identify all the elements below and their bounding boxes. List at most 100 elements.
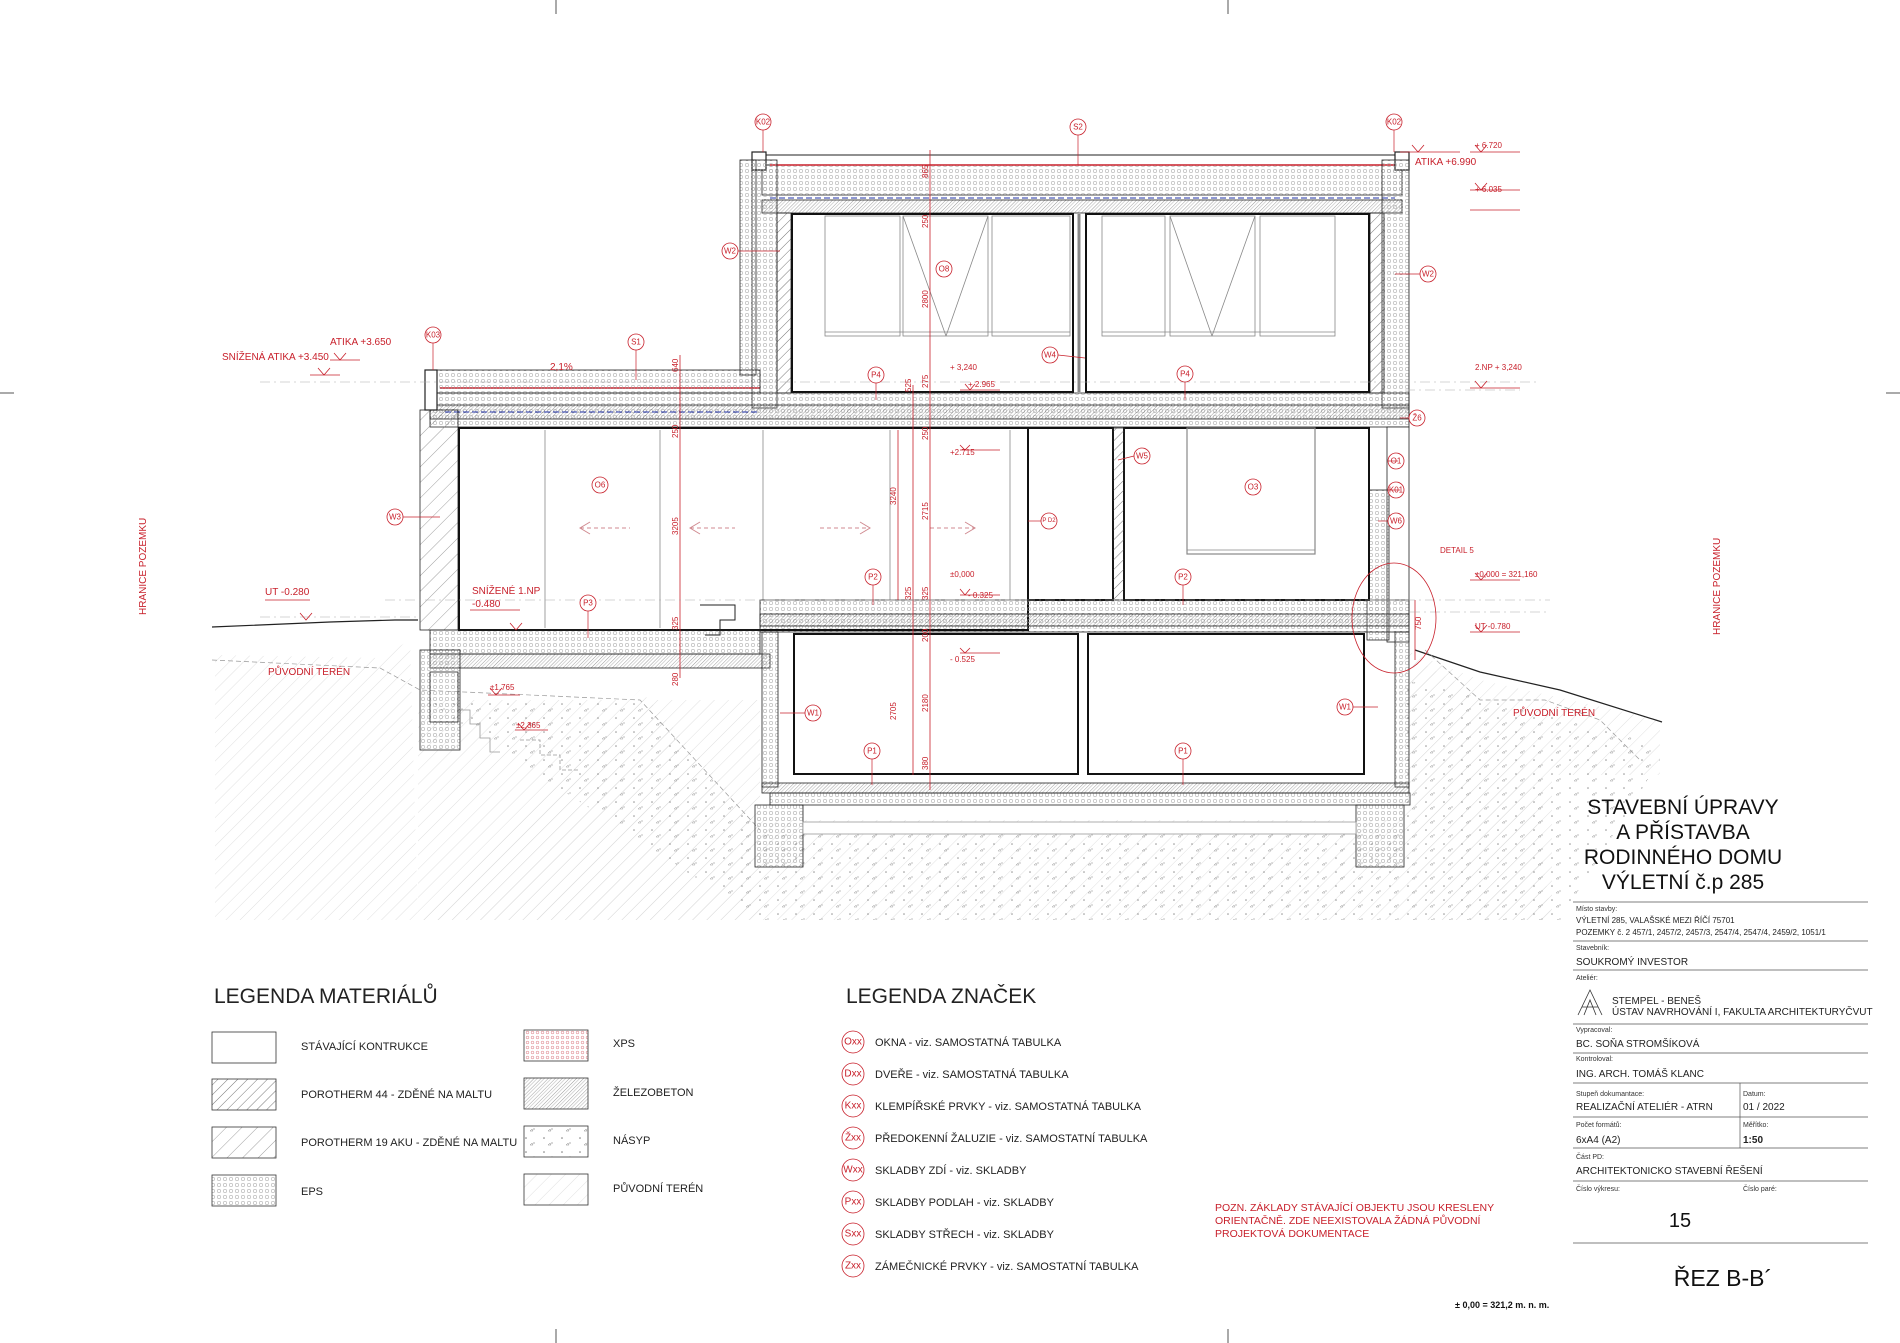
legend-materials-title: LEGENDA MATERIÁLŮ: [214, 984, 438, 1008]
dimension-labels: 865 250 2800 525 275 250 640 250 3205 32…: [671, 164, 1423, 770]
tb-label: Vypracoval:: [1576, 1027, 1612, 1034]
legend-material-label: EPS: [301, 1186, 323, 1198]
tag-p1-right: P1: [1178, 747, 1188, 756]
terrain: [211, 619, 1663, 920]
project-title-line: STAVEBNÍ ÚPRAVY: [1587, 796, 1778, 819]
slope-label: 2,1%: [550, 362, 573, 373]
tb-misto-line1: VÝLETNÍ 285, VALAŠSKÉ MEZI ŘÍČÍ 75701: [1576, 916, 1735, 925]
building-section: [419, 151, 1411, 868]
tb-vypracoval: BC. SOŇA STROMŠÍKOVÁ: [1576, 1037, 1700, 1050]
legend-material-label: PŮVODNÍ TERÉN: [613, 1182, 703, 1195]
swatch-puvodni-teren: [523, 1173, 589, 1206]
level-lines: [260, 381, 1550, 618]
element-tag-leaders: [403, 130, 1420, 785]
detail-5-label: DETAIL 5: [1440, 546, 1474, 555]
legend-symbol-label: DVEŘE - viz. SAMOSTATNÁ TABULKA: [875, 1068, 1069, 1081]
swatch-xps: [523, 1029, 589, 1062]
legend-symbol-code: Sxx: [845, 1229, 862, 1240]
dim-3205: 3205: [671, 517, 680, 535]
foundation-note: POZN. ZÁKLADY STÁVAJÍCÍ OBJEKTU JSOU KRE…: [1215, 1201, 1494, 1240]
swatch-nasyp: [523, 1125, 589, 1158]
terrain-right-label: PŮVODNÍ TERÉN: [1513, 706, 1595, 719]
tag-k01: K01: [1389, 486, 1404, 495]
legend-material-label: NÁSYP: [613, 1134, 650, 1147]
elev-6720: + 6.720: [1475, 141, 1502, 150]
note-line: PROJEKTOVÁ DOKUMENTACE: [1215, 1227, 1369, 1240]
tb-drawing-number: 15: [1669, 1210, 1691, 1232]
terrain-left-label: PŮVODNÍ TERÉN: [268, 665, 350, 678]
element-tag-texts: K02 K02 S2 K03 S1 W2 W2 W4 P4 P4 Ž6 W5 O…: [389, 118, 1435, 756]
tag-w1-left: W1: [807, 709, 820, 718]
legend-symbol-label: KLEMPÍŘSKÉ PRVKY - viz. SAMOSTATNÁ TABUL…: [875, 1100, 1142, 1113]
atelier-logo: [1577, 989, 1603, 1016]
legend-symbols-title: LEGENDA ZNAČEK: [846, 985, 1036, 1008]
legend-material-label: ŽELEZOBETON: [613, 1086, 694, 1099]
elev-zero-abs: ±0,000 = 321,160: [1475, 570, 1538, 579]
project-title-line: RODINNÉHO DOMU: [1584, 846, 1782, 869]
tb-investor: SOUKROMÝ INVESTOR: [1576, 955, 1688, 968]
dim-325-right: 325: [921, 586, 930, 600]
elev-0325: - 0.325: [968, 591, 993, 600]
dim-865: 865: [921, 164, 930, 178]
tag-p2-left: P2: [868, 573, 878, 582]
datum-note: ± 0,00 = 321,2 m. n. m.: [1455, 1300, 1549, 1310]
elev-ut-right: UT -0.780: [1475, 622, 1511, 631]
elev-atika: ATIKA +6.990: [1415, 157, 1477, 168]
elevation-markers: [265, 144, 1520, 731]
tag-p3: P3: [583, 599, 593, 608]
elev-snizene-0480: -0.480: [472, 599, 501, 610]
tb-formatu: 6xA4 (A2): [1576, 1135, 1620, 1146]
dim-325-left: 325: [671, 616, 680, 630]
elev-6035: + 6.035: [1475, 185, 1502, 194]
tag-w4: W4: [1044, 351, 1057, 360]
boundary-left: HRANICE POZEMKU: [138, 518, 149, 615]
tag-k03: K03: [426, 331, 441, 340]
swatch-eps: [211, 1174, 277, 1207]
tb-label: Ateliér:: [1576, 975, 1598, 982]
tb-stupen: REALIZAČNÍ ATELIÉR - ATRN: [1576, 1100, 1713, 1113]
detail-5-callout: [1351, 562, 1437, 674]
legend-symbol-code: Zxx: [845, 1261, 861, 1272]
swatch-porotherm19: [211, 1126, 277, 1159]
legend-symbol-code: Wxx: [843, 1165, 862, 1176]
legend-symbol-code: Dxx: [844, 1069, 861, 1080]
legend-symbol-label: SKLADBY ZDÍ - viz. SKLADBY: [875, 1164, 1027, 1177]
dim-280: 280: [671, 672, 680, 686]
elev-ut-left: UT -0.280: [265, 587, 310, 598]
dim-750: 750: [1414, 616, 1423, 630]
elev-atika-3650: ATIKA +3.650: [330, 337, 392, 348]
tb-label: Číslo výkresu:: [1576, 1184, 1620, 1193]
dim-2180: 2180: [921, 694, 930, 712]
tag-s1: S1: [631, 338, 641, 347]
dim-525: 525: [904, 378, 913, 392]
dim-380: 380: [921, 756, 930, 770]
elevation-labels: ATIKA +6.990 + 6.720 + 6.035 SNÍŽENÁ ATI…: [138, 141, 1723, 730]
legend-material-label: STÁVAJÍCÍ KONTRUKCE: [301, 1040, 428, 1053]
tb-label: Měřítko:: [1743, 1122, 1768, 1129]
tag-w2-right: W2: [1422, 270, 1435, 279]
legend-material-label: POROTHERM 44 - ZDĚNÉ NA MALTU: [301, 1088, 492, 1101]
dim-250-left: 250: [671, 424, 680, 438]
tag-p4-left: P4: [871, 371, 881, 380]
tag-z6: Ž6: [1412, 414, 1422, 423]
elev-1765: ±1,765: [490, 683, 515, 692]
tag-o8: O8: [939, 265, 950, 274]
tag-p2-right: P2: [1178, 573, 1188, 582]
tb-label: Počet formátů:: [1576, 1121, 1622, 1129]
tag-w2-left: W2: [724, 247, 737, 256]
legend-symbol-label: SKLADBY PODLAH - viz. SKLADBY: [875, 1197, 1055, 1209]
project-title-line: A PŘÍSTAVBA: [1616, 821, 1749, 844]
tb-cast: ARCHITEKTONICKO STAVEBNÍ ŘEŠENÍ: [1576, 1164, 1763, 1177]
tag-o3: O3: [1248, 483, 1259, 492]
tb-label: Datum:: [1743, 1091, 1766, 1098]
legend-symbol-code: Oxx: [844, 1037, 862, 1048]
tb-label: Číslo paré:: [1743, 1184, 1777, 1193]
tb-label: Stupeň dokumantace:: [1576, 1091, 1644, 1098]
dim-250-mid: 250: [921, 426, 930, 440]
swatch-stavajici: [211, 1031, 277, 1064]
legend-symbol-code: Pxx: [845, 1197, 862, 1208]
boundary-right: HRANICE POZEMKU: [1712, 538, 1723, 635]
dimension-lines: [679, 150, 1416, 790]
